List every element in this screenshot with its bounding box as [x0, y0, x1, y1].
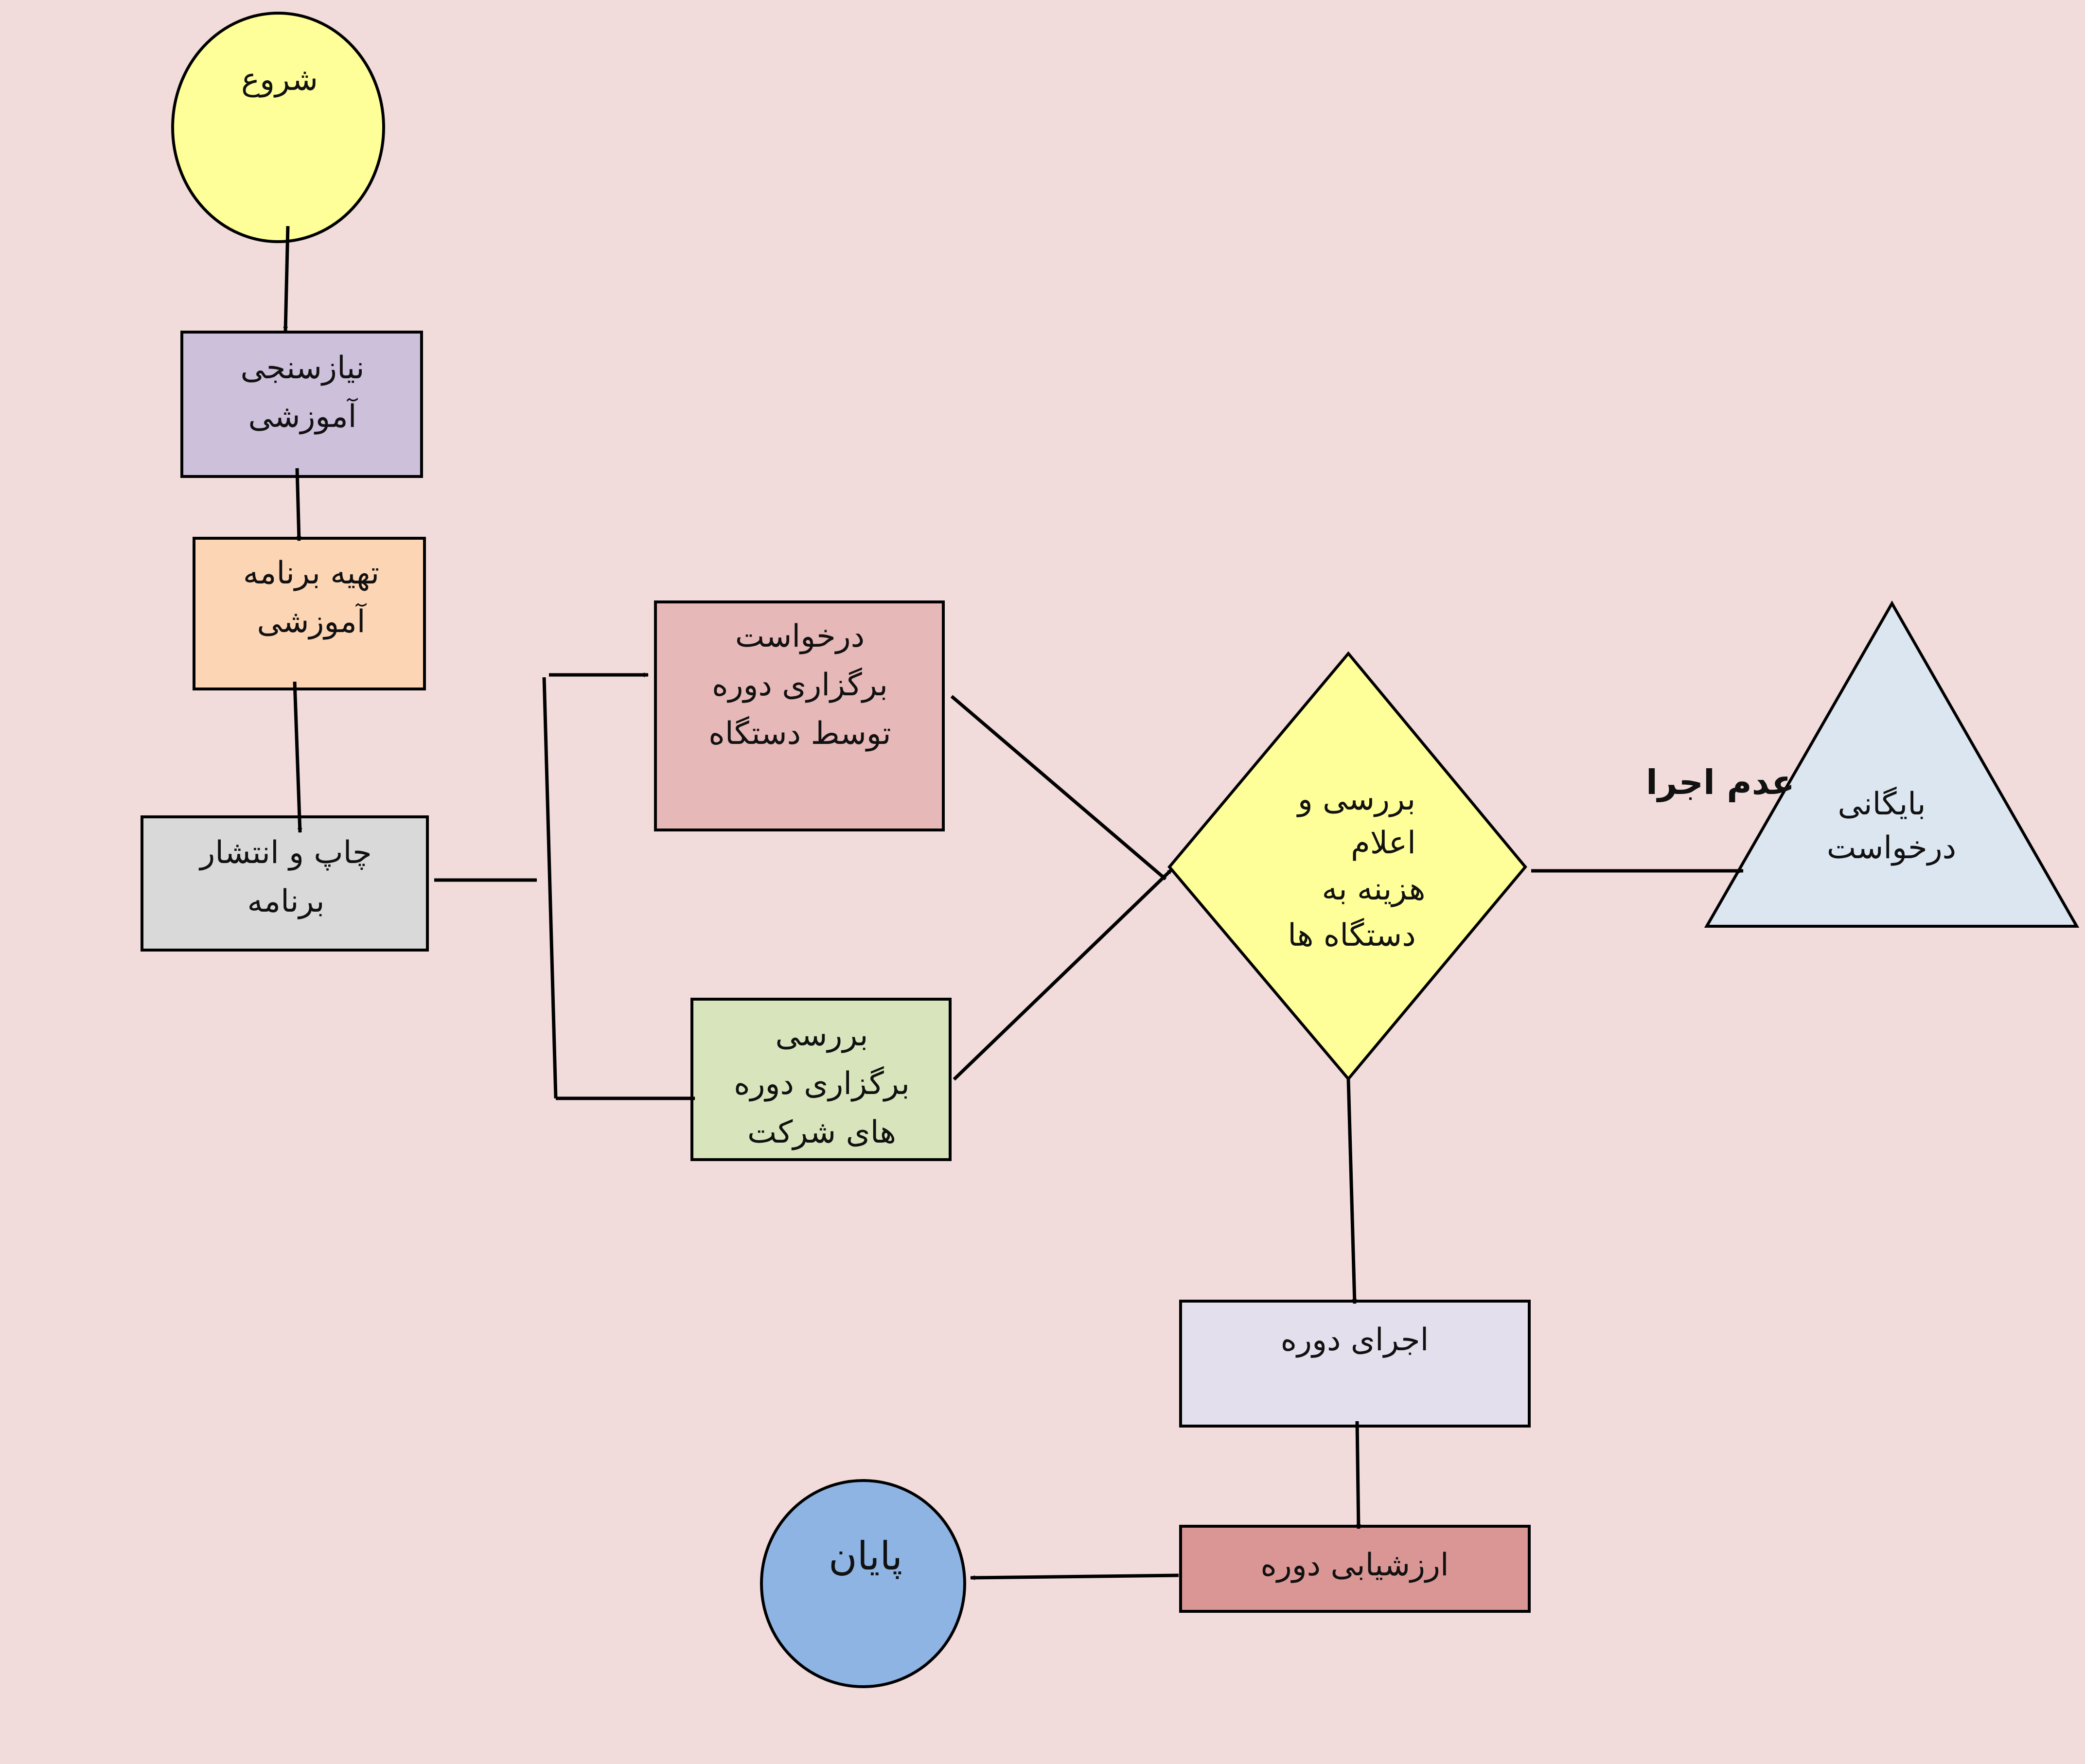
review-cost-line-2: اعلام	[1351, 825, 1416, 861]
review-company-courses-node: بررسی برگزاری دوره های شرکت	[690, 998, 952, 1161]
needs-assessment-line-1: نیازسنجی	[240, 350, 364, 386]
review-cost-line-1: بررسی و	[1296, 781, 1415, 817]
request-course-line-1: درخواست	[735, 618, 865, 654]
review-company-courses-line-1: بررسی	[776, 1017, 868, 1053]
execute-course-label: اجرای دوره	[1281, 1322, 1429, 1358]
archive-request-line-1: بایگانی	[1838, 786, 1926, 822]
arrow-review-to-decision	[953, 868, 1173, 1081]
evaluate-course-node: ارزشیابی دوره	[1179, 1525, 1531, 1613]
arrow-decision-to-execute	[1346, 1078, 1357, 1304]
connector-branch-vertical	[542, 677, 558, 1099]
evaluate-course-label: ارزشیابی دوره	[1260, 1547, 1449, 1583]
arrow-request-to-decision	[950, 695, 1167, 881]
prepare-program-line-1: تهیه برنامه	[243, 555, 379, 591]
arrow-evaluate-to-end	[970, 1573, 1179, 1580]
start-node: شروع	[171, 12, 385, 243]
review-cost-line-3: هزینه به	[1322, 871, 1426, 907]
archive-request-line-2: درخواست	[1827, 830, 1956, 866]
arrow-needs-to-prepare	[295, 468, 301, 541]
request-course-node: درخواست برگزاری دوره توسط دستگاه	[654, 600, 945, 831]
arrow-prepare-to-print	[293, 681, 302, 833]
review-cost-line-4: دستگاه ها	[1288, 917, 1415, 953]
print-publish-node: چاپ و انتشار برنامه	[141, 815, 429, 952]
end-node: پایان	[760, 1479, 966, 1688]
prepare-program-node: تهیه برنامه آموزشی	[193, 537, 426, 690]
arrow-start-to-needs	[283, 226, 290, 332]
not-executed-edge-label: عدم اجرا	[1646, 762, 1795, 803]
execute-course-node: اجرای دوره	[1179, 1300, 1531, 1428]
arrow-execute-to-evaluate	[1355, 1421, 1361, 1529]
needs-assessment-node: نیازسنجی آموزشی	[180, 331, 423, 478]
needs-assessment-line-2: آموزشی	[248, 397, 358, 435]
prepare-program-line-2: آموزشی	[257, 602, 367, 640]
review-company-courses-line-2: برگزاری دوره	[734, 1066, 910, 1102]
end-label: پایان	[829, 1534, 902, 1579]
review-cost-decision-node: بررسی و اعلام هزینه به دستگاه ها	[1167, 651, 1527, 1081]
print-publish-line-1: چاپ و انتشار	[198, 835, 371, 871]
review-company-courses-line-3: های شرکت	[747, 1114, 896, 1150]
start-label: شروع	[241, 62, 318, 98]
archive-request-node: بایگانی درخواست	[1704, 600, 2080, 928]
print-publish-line-2: برنامه	[247, 883, 324, 919]
request-course-line-3: توسط دستگاه	[708, 716, 891, 752]
request-course-line-2: برگزاری دوره	[712, 667, 888, 703]
